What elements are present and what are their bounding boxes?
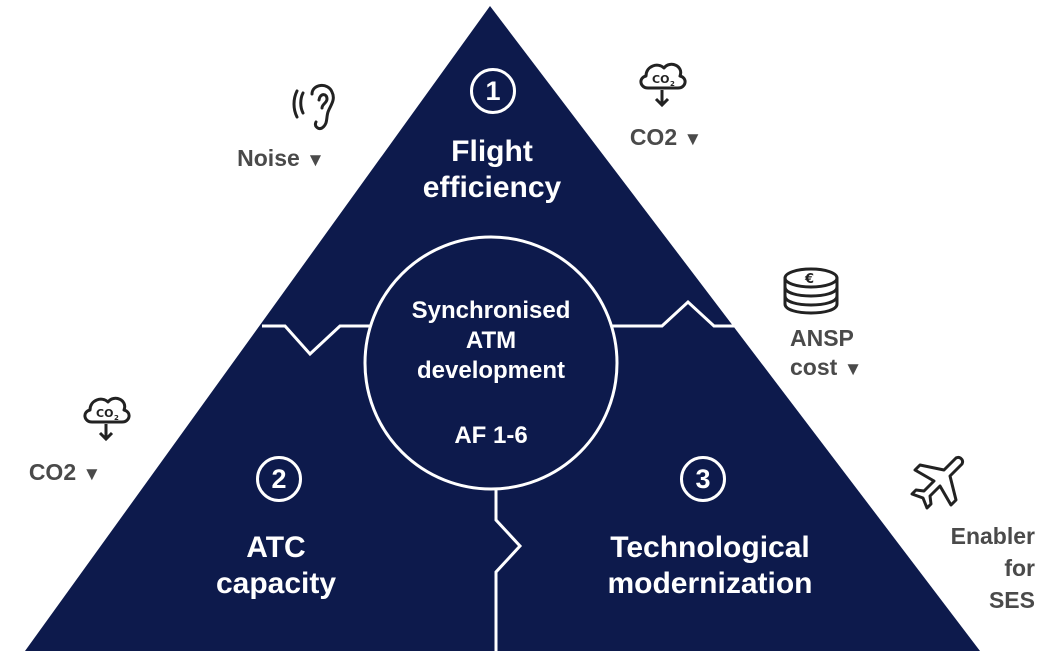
impact-label-co2-top: CO2 ▼ [629, 124, 703, 150]
co2-cloud-icon-left: CO 2 [83, 396, 131, 442]
segment-number-3: 3 [680, 456, 726, 502]
svg-text:2: 2 [114, 414, 119, 422]
co2-cloud-icon: CO 2 [639, 62, 687, 108]
impact-label-noise: Noise ▼ [237, 145, 325, 171]
impact-label-co2-left: CO2 ▼ [28, 459, 102, 485]
svg-text:CO: CO [96, 407, 113, 420]
impact-label-enabler-for-ses: Enabler for SES [950, 523, 1035, 613]
center-title: Synchronised ATM development [411, 297, 571, 384]
center-subtitle: AF 1-6 [454, 422, 528, 449]
euro-coins-icon: € [783, 267, 839, 315]
ear-icon [292, 84, 335, 130]
segment-title-flight-efficiency: Flight efficiency [422, 135, 562, 204]
divider-left [262, 324, 372, 357]
impact-label-ansp-cost: ANSP cost ▼ [790, 325, 863, 380]
segment-number-2: 2 [256, 456, 302, 502]
divider-right [612, 299, 734, 328]
svg-text:2: 2 [670, 80, 675, 88]
divider-bottom [494, 484, 523, 651]
segment-title-atc-capacity: ATC capacity [215, 531, 337, 600]
airplane-icon [910, 456, 964, 510]
svg-text:€: € [804, 272, 814, 287]
svg-text:CO: CO [652, 73, 669, 86]
segment-number-1: 1 [470, 68, 516, 114]
center-circle [363, 235, 619, 491]
segment-title-technological-modernization: Technological modernization [607, 531, 813, 600]
